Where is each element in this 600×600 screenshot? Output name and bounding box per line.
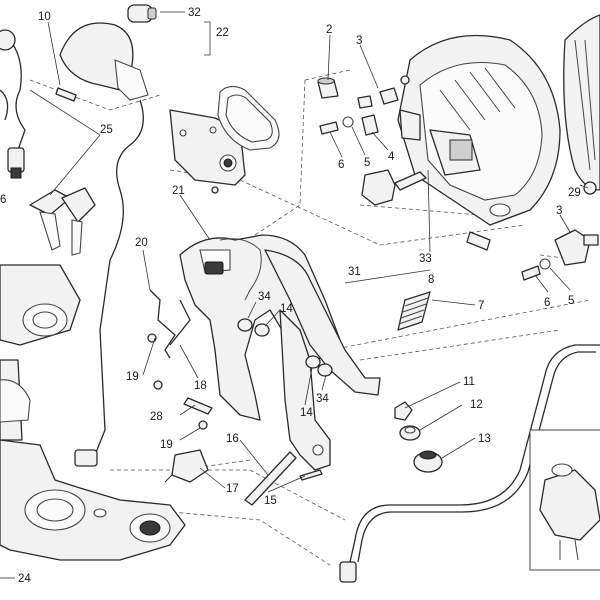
callout-7: 7	[478, 300, 484, 312]
grommets	[394, 401, 443, 473]
ignition-key-wiring	[0, 29, 96, 256]
callout-5-right: 5	[568, 295, 574, 307]
callout-8: 8	[428, 274, 434, 286]
headlight-fasteners-right	[521, 14, 600, 281]
callout-6: 6	[338, 159, 344, 171]
headlight-housing-assembly	[47, 4, 211, 467]
callout-16: 16	[226, 433, 239, 445]
callout-labels: 10 32 22 2 3 4 5 6 25 6 21 20 29 3 33 31…	[0, 7, 581, 585]
callout-25: 25	[100, 124, 113, 136]
callout-31: 31	[348, 266, 361, 278]
callout-3-right: 3	[556, 205, 562, 217]
callout-19-lower: 19	[160, 439, 173, 451]
speedometer-cable	[339, 344, 600, 583]
callout-22: 22	[216, 27, 229, 39]
callout-34-lower: 34	[316, 393, 329, 405]
callout-12: 12	[470, 399, 483, 411]
spring-and-strap	[344, 269, 431, 331]
callout-13: 13	[478, 433, 491, 445]
callout-32: 32	[188, 7, 201, 19]
callout-34: 34	[258, 291, 271, 303]
callout-19: 19	[126, 371, 139, 383]
callout-24: 24	[18, 573, 31, 585]
headlight-unit	[361, 34, 561, 251]
callout-17: 17	[226, 483, 239, 495]
callout-2: 2	[326, 24, 332, 36]
callout-6-right: 6	[544, 297, 550, 309]
callout-21: 21	[172, 185, 185, 197]
callout-14-lower: 14	[300, 407, 313, 419]
callout-20: 20	[135, 237, 148, 249]
callout-18: 18	[194, 380, 207, 392]
headlight-fasteners-top	[317, 77, 399, 136]
instrument-support-bracket	[179, 234, 381, 471]
callout-14: 14	[280, 303, 293, 315]
callout-33: 33	[419, 253, 432, 265]
detail-inset	[529, 429, 600, 571]
callout-4: 4	[388, 151, 395, 163]
callout-29: 29	[568, 187, 581, 199]
callout-10: 10	[38, 11, 51, 23]
small-fasteners-left	[147, 289, 323, 506]
mounting-plate-and-gasket	[169, 85, 280, 194]
callout-5: 5	[364, 157, 370, 169]
fork-assembly	[0, 264, 186, 561]
callout-3: 3	[356, 35, 362, 47]
callout-leaders	[0, 34, 589, 579]
callout-15: 15	[264, 495, 277, 507]
callout-11: 11	[463, 376, 475, 388]
callout-28: 28	[150, 411, 163, 423]
callout-6-left: 6	[0, 194, 6, 206]
